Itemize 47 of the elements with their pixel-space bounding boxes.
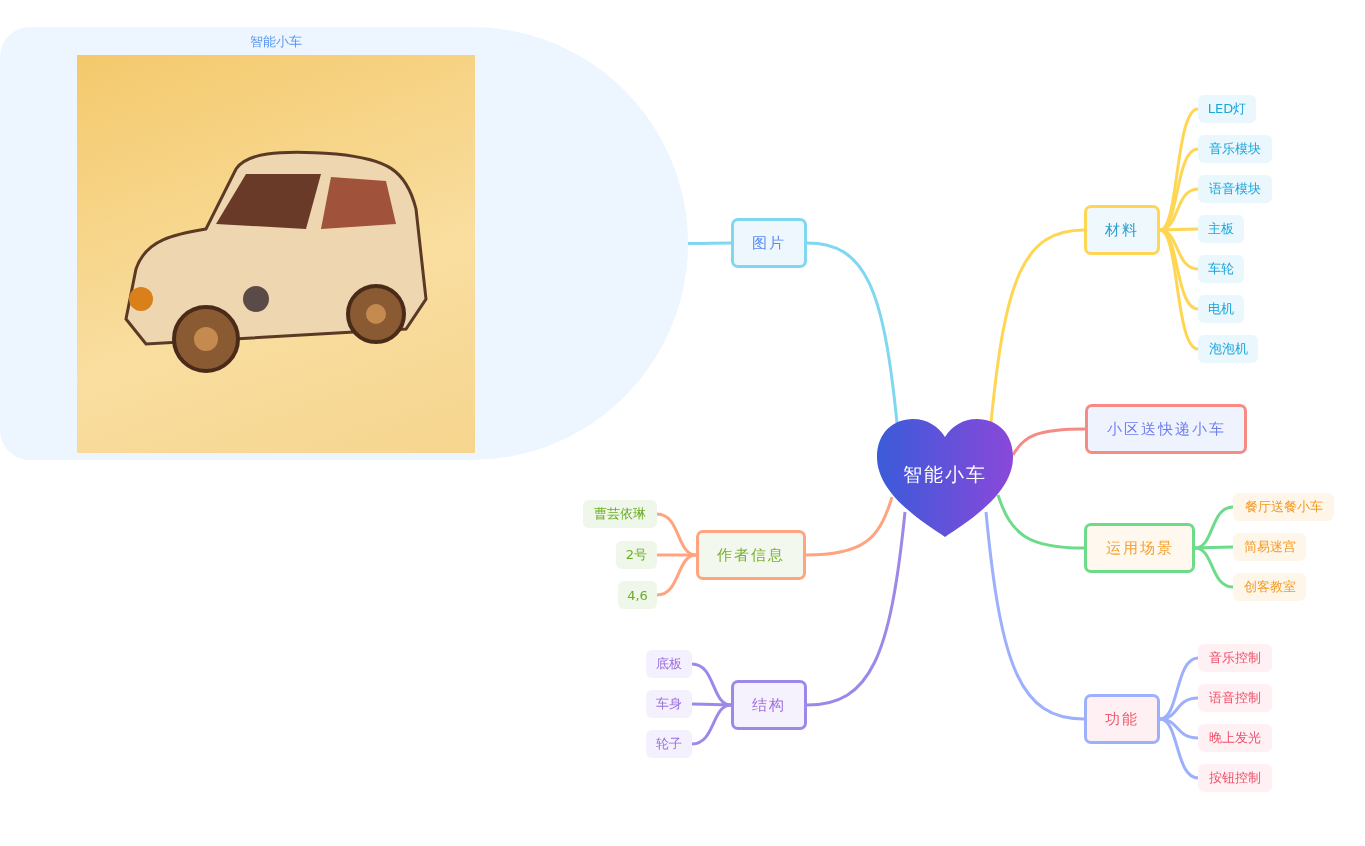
subtopic-box: 语音控制 bbox=[1198, 684, 1272, 712]
image-bubble bbox=[0, 27, 688, 460]
branch-line bbox=[1195, 545, 1233, 550]
branch-line bbox=[984, 511, 1085, 721]
topic-box: 图片 bbox=[731, 218, 807, 268]
branch-line bbox=[1194, 546, 1234, 589]
branch-line bbox=[1159, 696, 1199, 721]
subtopic-box: 车身 bbox=[646, 690, 692, 718]
topic-box: 材料 bbox=[1084, 205, 1160, 255]
subtopic-box: 轮子 bbox=[646, 730, 692, 758]
subtopic-box: 曹芸依琳 bbox=[583, 500, 657, 528]
subtopic-box: 电机 bbox=[1198, 295, 1244, 323]
subtopic-box: 2号 bbox=[616, 541, 657, 569]
subtopic-box: 简易迷宫 bbox=[1233, 533, 1306, 561]
subtopic-box: 餐厅送餐小车 bbox=[1233, 493, 1334, 521]
subtopic-box: 晚上发光 bbox=[1198, 724, 1272, 752]
subtopic-box: 车轮 bbox=[1198, 255, 1244, 283]
branch-line bbox=[688, 241, 731, 245]
subtopic-box: 泡泡机 bbox=[1198, 335, 1258, 363]
branch-line bbox=[1011, 427, 1086, 456]
branch-line bbox=[692, 702, 731, 707]
topic-box: 作者信息 bbox=[696, 530, 806, 580]
branch-line bbox=[656, 553, 697, 597]
branch-line bbox=[806, 511, 907, 707]
subtopic-box: 创客教室 bbox=[1233, 573, 1306, 601]
subtopic-box: 按钮控制 bbox=[1198, 764, 1272, 792]
subtopic-box: LED灯 bbox=[1198, 95, 1256, 123]
branch-line bbox=[989, 228, 1085, 424]
branch-line bbox=[656, 512, 697, 557]
subtopic-box: 语音模块 bbox=[1198, 175, 1272, 203]
branch-line bbox=[1159, 717, 1199, 780]
subtopic-box: 音乐模块 bbox=[1198, 135, 1272, 163]
branch-line bbox=[806, 241, 899, 424]
branch-line bbox=[996, 494, 1085, 550]
subtopic-box: 底板 bbox=[646, 650, 692, 678]
topic-box: 结构 bbox=[731, 680, 807, 730]
bubble-title: 智能小车 bbox=[249, 33, 303, 51]
subtopic-box: 主板 bbox=[1198, 215, 1244, 243]
branch-line bbox=[691, 703, 732, 746]
subtopic-box: 音乐控制 bbox=[1198, 644, 1272, 672]
topic-box: 运用场景 bbox=[1084, 523, 1195, 573]
branch-line bbox=[805, 496, 894, 557]
topic-box: 小区送快递小车 bbox=[1085, 404, 1247, 454]
root-topic: 智能小车 bbox=[903, 461, 987, 487]
topic-box: 功能 bbox=[1084, 694, 1160, 744]
subtopic-box: 4,6 bbox=[618, 581, 657, 609]
photo-placeholder bbox=[77, 55, 475, 453]
